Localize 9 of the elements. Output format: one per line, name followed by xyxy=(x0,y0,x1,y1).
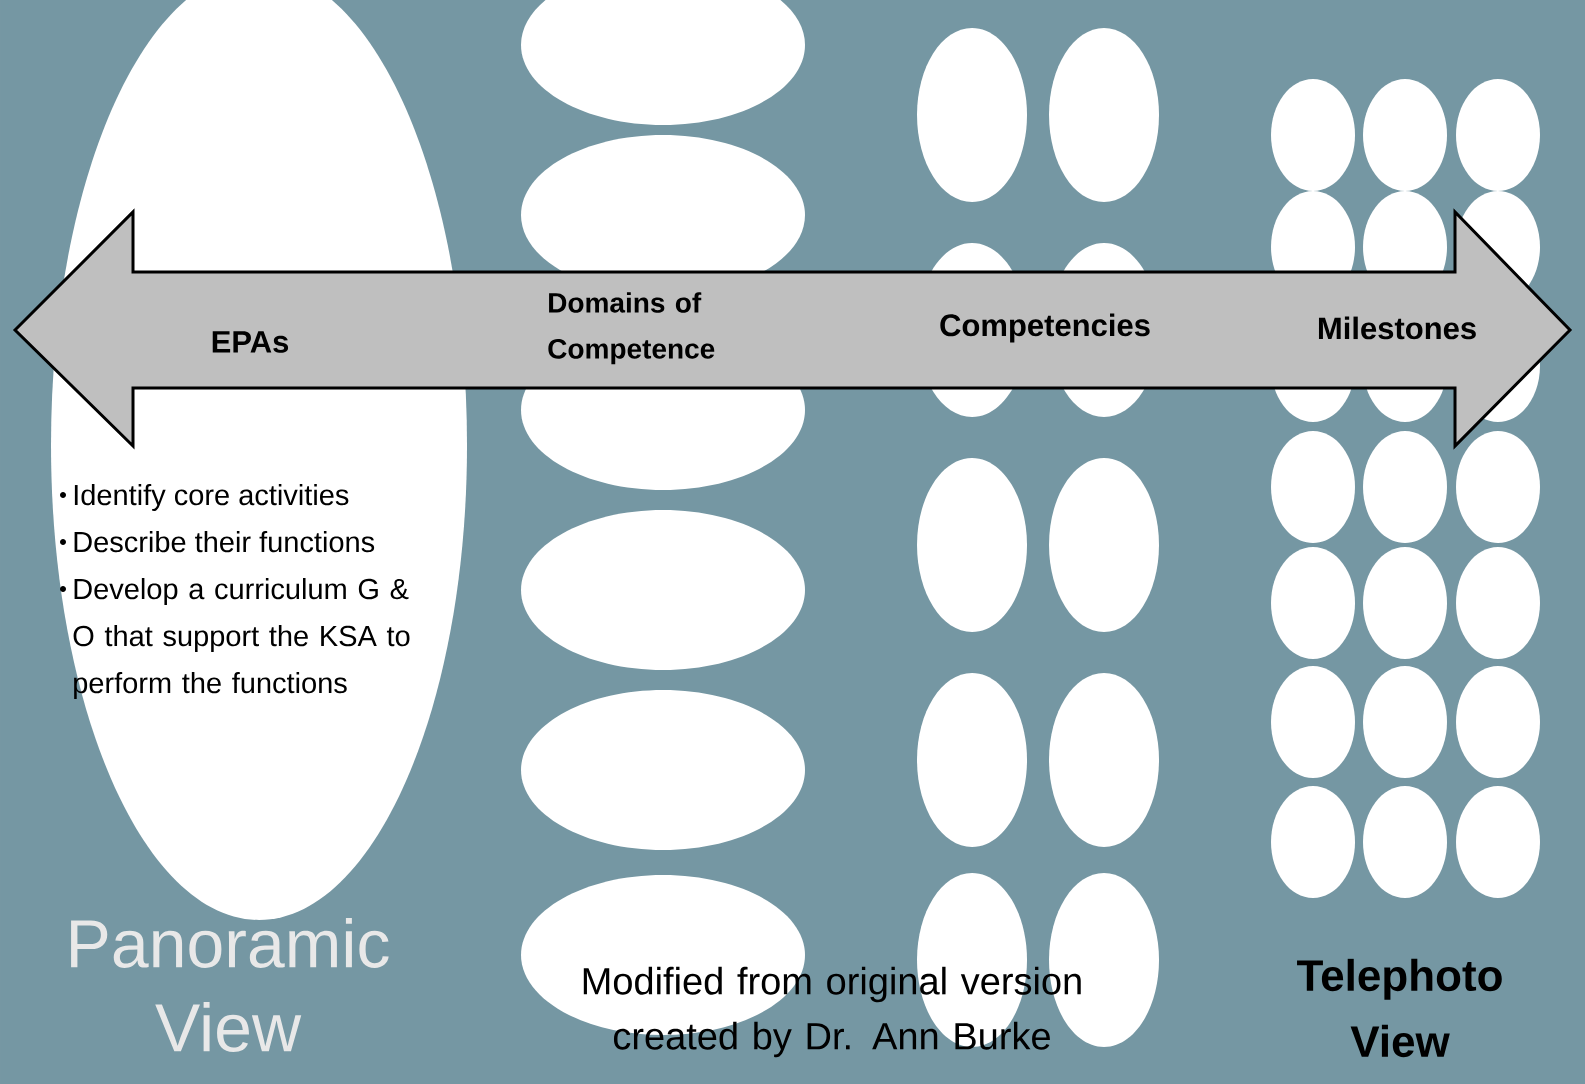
arrow-label: Milestones xyxy=(1318,316,1476,340)
arrow-label: Domains of Competence xyxy=(548,292,715,365)
bullet-text: Develop a curriculum G & O that support the KSA to perform the functions xyxy=(73,577,410,699)
view-title: Panoramic View xyxy=(71,918,389,1052)
view-title: Telephoto View xyxy=(1297,958,1502,1058)
bullet-text: Describe their functions xyxy=(74,530,375,553)
arrow-label: Competencies xyxy=(940,313,1150,343)
arrow-label: EPAs xyxy=(212,331,289,353)
bullet-text: Identify core activities xyxy=(74,483,349,511)
